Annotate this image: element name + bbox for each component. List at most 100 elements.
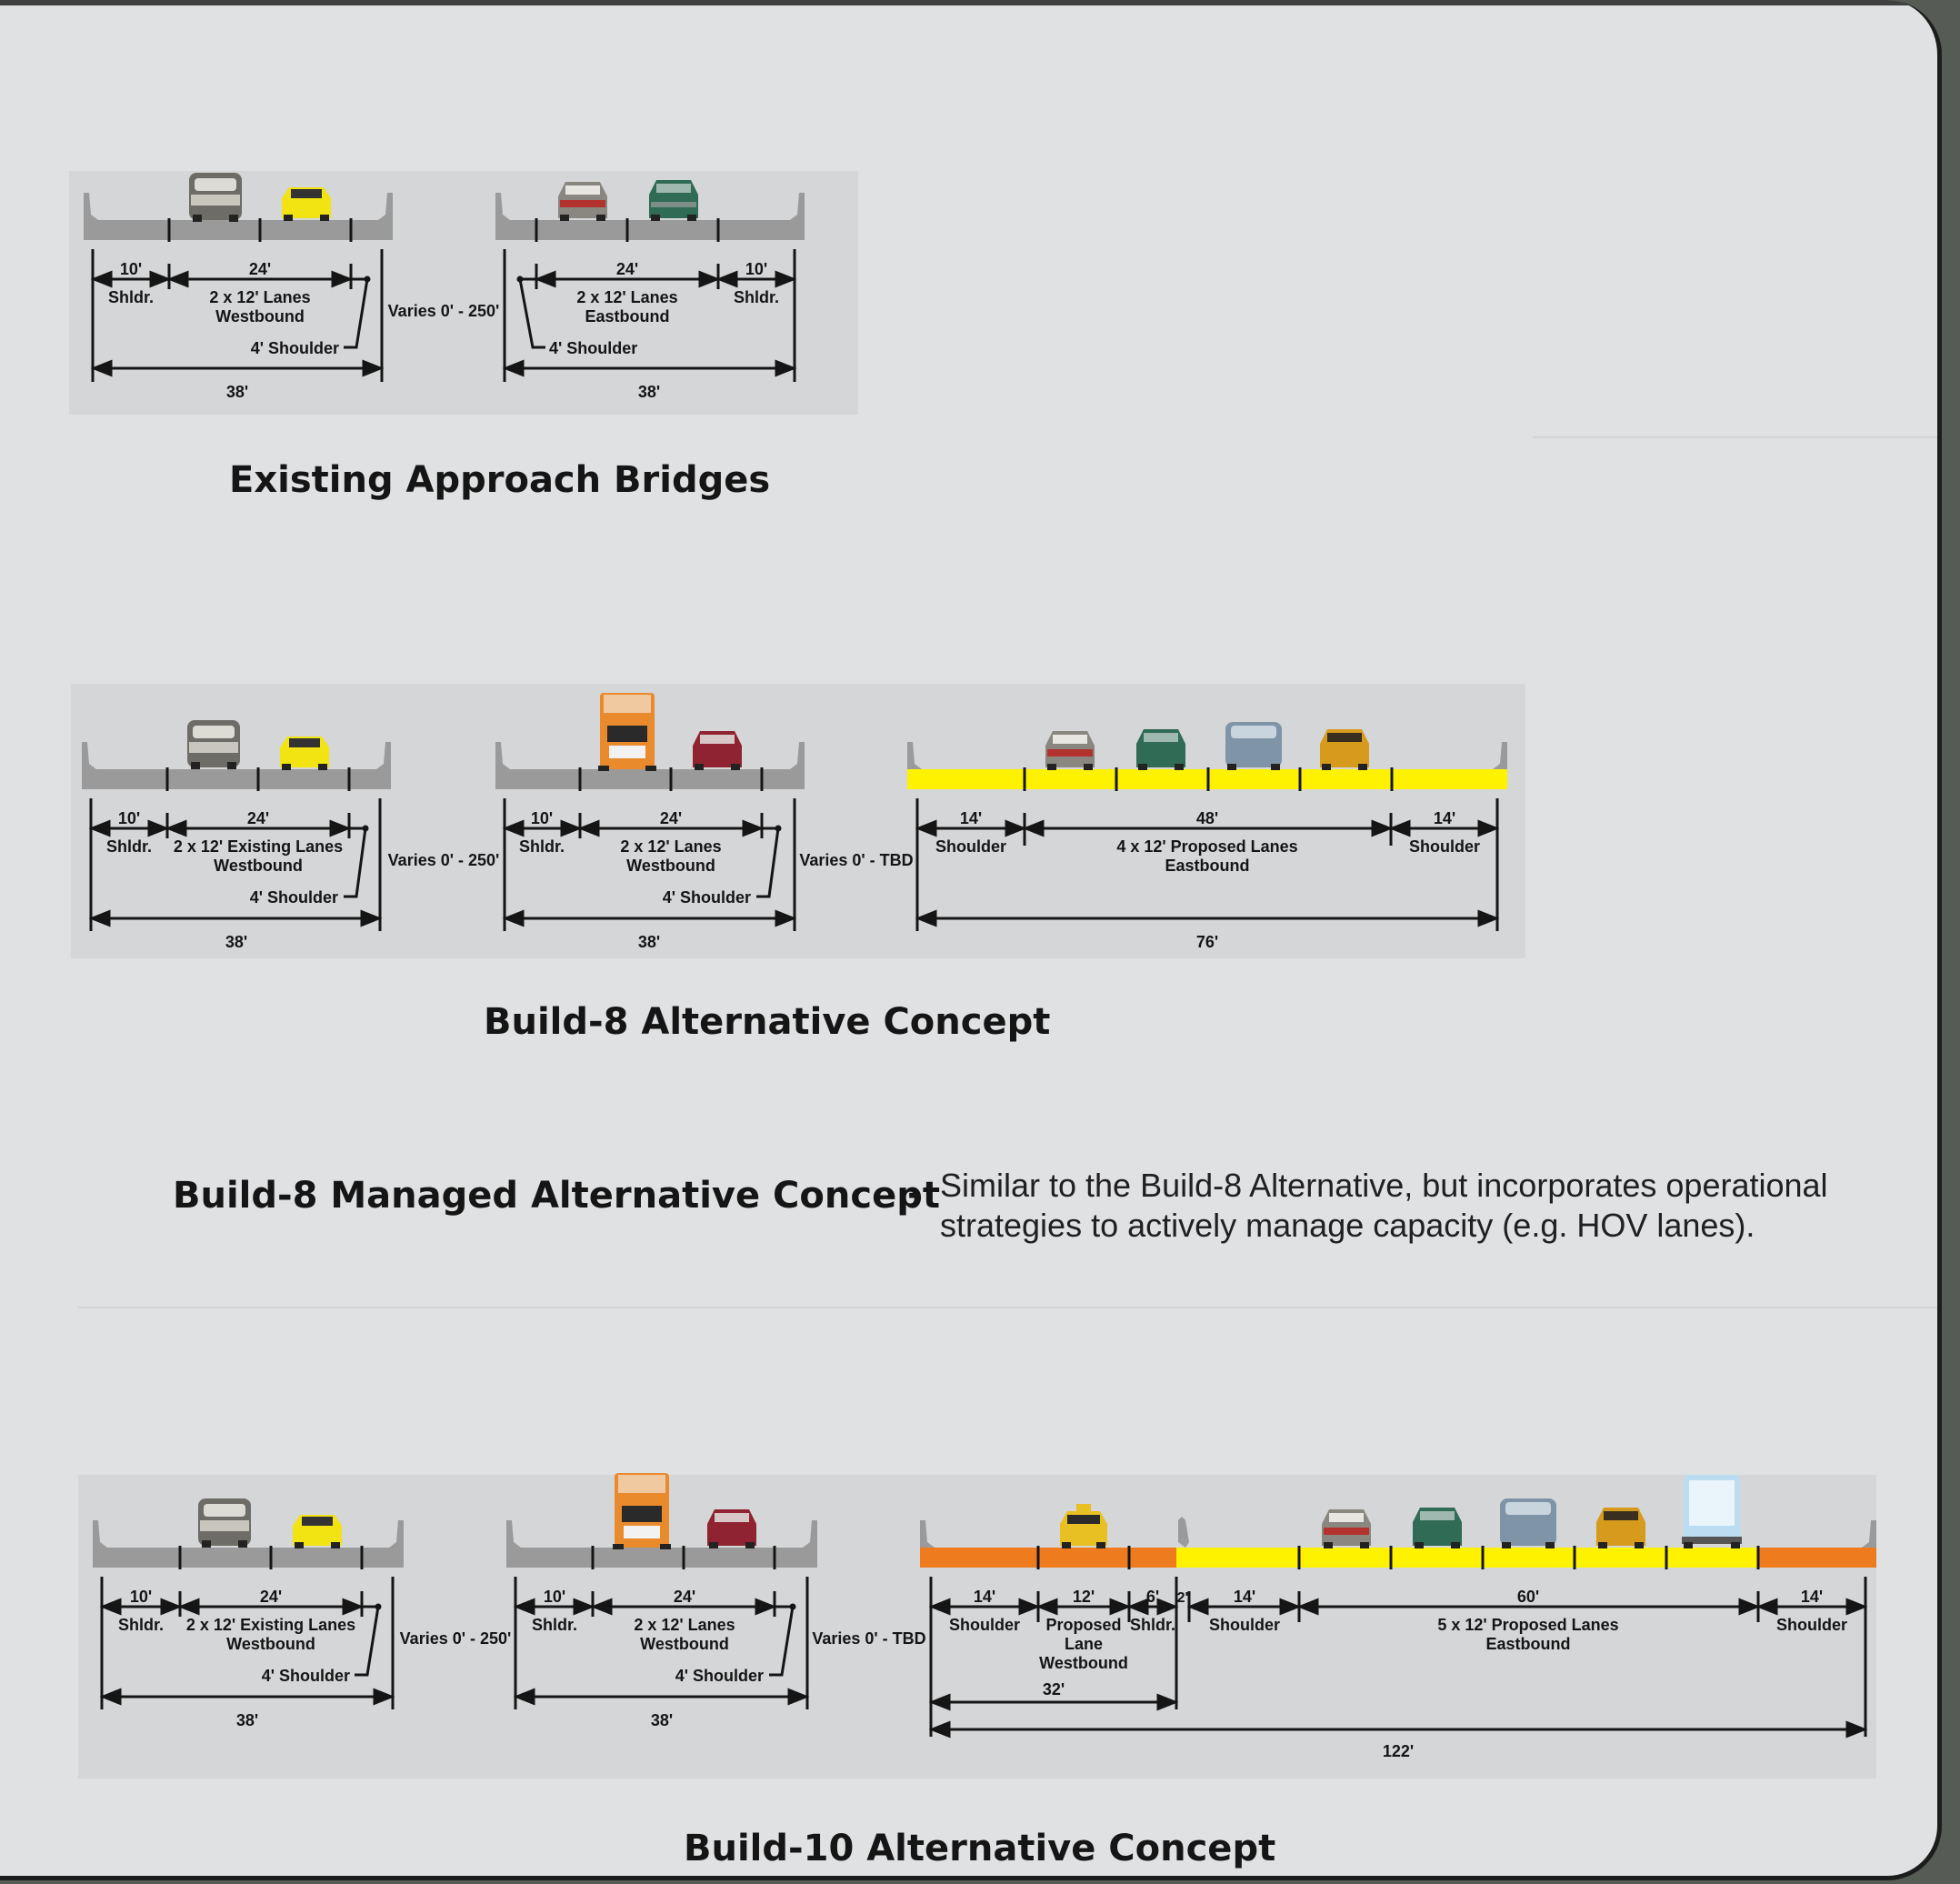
existing-eb-inner-shoulder: 4' Shoulder xyxy=(549,339,637,357)
build8-b2-lanes-width: 24' xyxy=(660,809,682,827)
build8-wb-existing-deck xyxy=(82,742,391,791)
build10-b1-lanes-width: 24' xyxy=(260,1588,282,1606)
build10-b3-eb-direction: Eastbound xyxy=(1486,1635,1571,1653)
build10-b3-eb-lanes-label: 5 x 12' Proposed Lanes xyxy=(1437,1616,1618,1634)
build8-b3-lanes-width: 48' xyxy=(1196,809,1218,827)
build10-b2-lanes-width: 24' xyxy=(674,1588,695,1606)
build8-b3-dims xyxy=(915,798,1500,931)
yellow-sports-car-icon xyxy=(280,737,329,770)
build8-b1-lanes-label: 2 x 12' Existing Lanes xyxy=(174,837,343,856)
existing-eb-total: 38' xyxy=(638,383,660,401)
build10-b1-shldr-label: Shldr. xyxy=(118,1616,164,1634)
maroon-sedan-icon xyxy=(707,1509,756,1548)
build8-b1-total: 38' xyxy=(225,933,247,951)
build8-b2-dims xyxy=(502,798,797,931)
build10-wb-existing-deck xyxy=(93,1520,404,1569)
build8-gap1-label: Varies 0' - 250' xyxy=(388,851,500,869)
build8-gap2-label: Varies 0' - TBD xyxy=(799,851,913,869)
existing-eb-lanes-width: 24' xyxy=(616,260,638,278)
build10-b1-inner-shoulder: 4' Shoulder xyxy=(262,1667,350,1685)
managed-section-title: Build-8 Managed Alternative Concept xyxy=(173,1175,940,1217)
build10-b3-wb-inner-label: Shldr. xyxy=(1130,1616,1175,1634)
build10-section-title: Build-10 Alternative Concept xyxy=(684,1828,1276,1869)
existing-wb-deck xyxy=(84,193,393,242)
existing-wb-direction: Westbound xyxy=(215,307,305,326)
maroon-sedan-icon xyxy=(693,731,742,770)
build8-b2-lanes-label: 2 x 12' Lanes xyxy=(620,837,721,856)
build10-b1-total: 38' xyxy=(236,1711,258,1729)
build8-section-title: Build-8 Alternative Concept xyxy=(484,1001,1051,1043)
build10-gap2-label: Varies 0' - TBD xyxy=(812,1629,925,1648)
build10-b2-lanes-label: 2 x 12' Lanes xyxy=(634,1616,735,1634)
build10-b2-dims xyxy=(513,1577,810,1709)
build10-b2-shldr-width: 10' xyxy=(544,1588,565,1606)
build10-b3-total: 122' xyxy=(1383,1742,1414,1760)
existing-section-title: Existing Approach Bridges xyxy=(229,459,771,501)
build10-b1-direction: Westbound xyxy=(226,1635,315,1653)
taxi-icon xyxy=(1060,1504,1107,1548)
existing-eb-direction: Eastbound xyxy=(585,307,670,326)
build10-b2-total: 38' xyxy=(651,1711,673,1729)
managed-dash: - xyxy=(907,1173,923,1215)
managed-description-line-2: strategies to actively manage capacity (… xyxy=(940,1207,1755,1244)
build10-b2-shldr-label: Shldr. xyxy=(532,1616,577,1634)
existing-wb-total: 38' xyxy=(226,383,248,401)
build10-b3-dims xyxy=(928,1577,1868,1739)
existing-gap-label: Varies 0' - 250' xyxy=(388,302,500,320)
orange-truck-icon xyxy=(598,693,656,771)
yellow-sports-car-icon xyxy=(293,1515,342,1548)
managed-description-line-1: Similar to the Build-8 Alternative, but … xyxy=(940,1167,1828,1204)
build8-eb-proposed-deck xyxy=(907,742,1507,791)
build8-b1-shldr-label: Shldr. xyxy=(106,837,152,856)
build10-b3-wb-total: 32' xyxy=(1043,1680,1065,1699)
existing-eb-shldr-label: Shldr. xyxy=(734,288,779,306)
existing-wb-dims xyxy=(90,249,385,382)
build10-b3-eb-right-shoulder-width: 14' xyxy=(1801,1588,1823,1606)
build10-b3-wb-lane-label-3: Westbound xyxy=(1039,1654,1128,1672)
silver-sedan-icon xyxy=(187,720,240,769)
build8-b3-left-shoulder-width: 14' xyxy=(960,809,982,827)
build10-b3-wb-lane-width: 12' xyxy=(1073,1588,1095,1606)
section-divider-top xyxy=(1533,436,1937,438)
orange-truck-icon xyxy=(613,1473,671,1549)
build10-b3-wb-lane-label-1: Proposed xyxy=(1045,1616,1121,1634)
existing-wb-shldr-width: 10' xyxy=(120,260,142,278)
existing-wb-inner-shoulder: 4' Shoulder xyxy=(251,339,339,357)
build10-b3-wb-shoulder-width: 14' xyxy=(974,1588,995,1606)
silver-sedan-icon xyxy=(198,1498,251,1548)
white-sedan-icon xyxy=(1322,1509,1371,1548)
existing-eb-lanes-label: 2 x 12' Lanes xyxy=(576,288,677,306)
build10-b1-lanes-label: 2 x 12' Existing Lanes xyxy=(186,1616,355,1634)
build10-gap1-label: Varies 0' - 250' xyxy=(400,1629,512,1648)
build10-b3-eb-shoulder-width: 14' xyxy=(1234,1588,1255,1606)
green-sedan-icon xyxy=(1413,1508,1462,1548)
build10-wb-deck xyxy=(506,1520,817,1569)
existing-eb-shldr-width: 10' xyxy=(745,260,767,278)
blue-suv-icon xyxy=(1225,722,1282,770)
build10-b3-wb-lane-label-2: Lane xyxy=(1065,1635,1103,1653)
build8-b1-inner-shoulder: 4' Shoulder xyxy=(250,888,338,907)
existing-wb-lanes-label: 2 x 12' Lanes xyxy=(209,288,310,306)
gold-sedan-icon xyxy=(1320,729,1369,770)
build8-b3-right-shoulder-label: Shoulder xyxy=(1409,837,1480,856)
white-box-truck-icon xyxy=(1682,1475,1742,1548)
silver-sedan-icon xyxy=(189,173,242,222)
green-sedan-icon xyxy=(649,180,698,221)
build10-b1-shldr-width: 10' xyxy=(130,1588,152,1606)
build10-b3-eb-right-shoulder-label: Shoulder xyxy=(1776,1616,1847,1634)
build8-b3-total: 76' xyxy=(1196,933,1218,951)
white-sedan-icon xyxy=(558,182,607,221)
yellow-sports-car-icon xyxy=(282,187,331,221)
gold-sedan-icon xyxy=(1596,1508,1645,1548)
build8-b1-lanes-width: 24' xyxy=(247,809,269,827)
build8-wb-deck xyxy=(495,742,805,791)
build8-b1-direction: Westbound xyxy=(214,857,303,875)
build10-b3-wb-shoulder-label: Shoulder xyxy=(949,1616,1020,1634)
build8-b2-total: 38' xyxy=(638,933,660,951)
build10-b2-inner-shoulder: 4' Shoulder xyxy=(675,1667,764,1685)
build10-b3-eb-lanes-width: 60' xyxy=(1517,1588,1539,1606)
board-top-edge xyxy=(0,0,1937,5)
build10-b3-wb-inner-width: 6' xyxy=(1146,1588,1159,1606)
build8-b3-left-shoulder-label: Shoulder xyxy=(935,837,1006,856)
build8-b3-direction: Eastbound xyxy=(1165,857,1250,875)
